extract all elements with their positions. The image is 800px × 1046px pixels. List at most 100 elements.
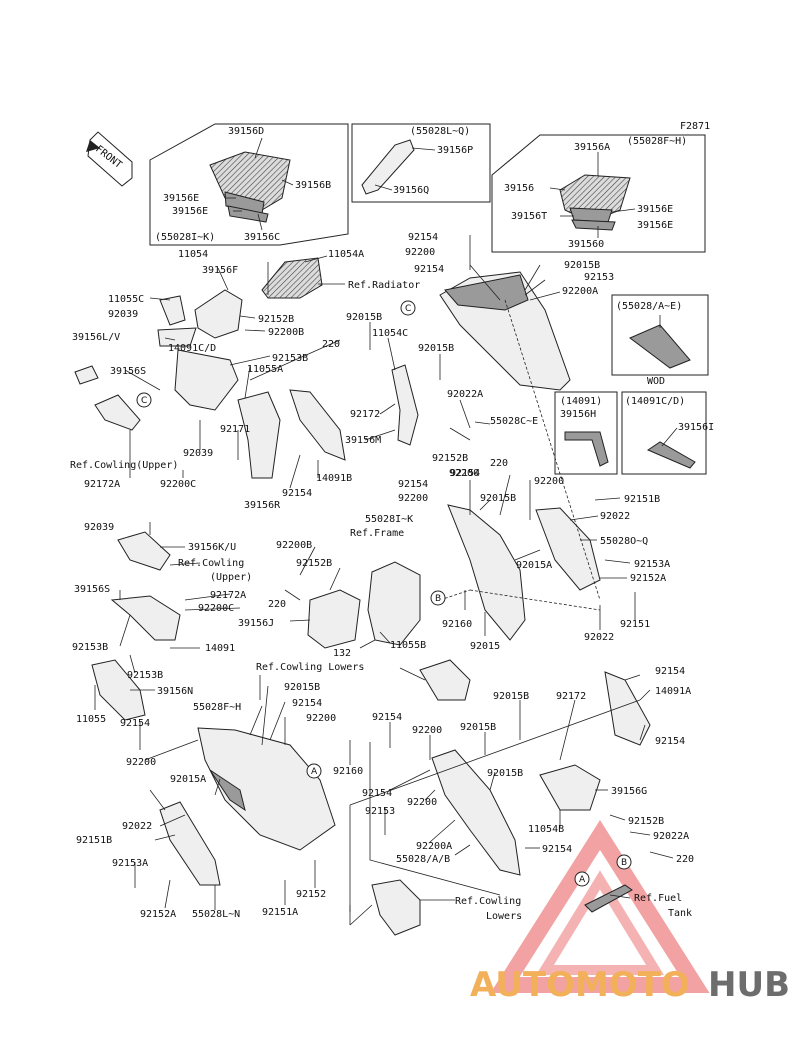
watermark-logo: AUTOMOTO HUB bbox=[470, 965, 790, 1005]
label: 92154 bbox=[362, 788, 392, 799]
label: 92152B bbox=[432, 453, 468, 464]
label: 92039 bbox=[84, 522, 114, 533]
label: 92200B bbox=[268, 327, 304, 338]
label: 92015B bbox=[487, 768, 523, 779]
part-14091cd bbox=[174, 349, 239, 411]
label: 92153B bbox=[272, 353, 308, 364]
label: 92172A bbox=[84, 479, 120, 490]
label: 92015B bbox=[418, 343, 454, 354]
leader-lines bbox=[94, 235, 674, 926]
label: 92151 bbox=[620, 619, 650, 630]
part-14091b bbox=[289, 389, 346, 461]
ref-cowling-lowers: Ref.Cowling Lowers bbox=[256, 662, 364, 673]
box-small-right: (14091C/D) 39156I bbox=[621, 391, 714, 475]
part-39156f bbox=[194, 289, 243, 339]
part-39156n bbox=[91, 659, 146, 721]
box-top-mid: (55028L~Q) 39156P 39156Q bbox=[351, 123, 491, 203]
label: 14091C/D bbox=[168, 343, 216, 354]
callout-text: A bbox=[311, 767, 318, 777]
label: 92153B bbox=[72, 642, 108, 653]
part-frame bbox=[367, 561, 421, 646]
label: 55028I~K bbox=[365, 514, 413, 525]
part-39156k-u bbox=[117, 531, 171, 571]
ref-tank: Tank bbox=[668, 908, 692, 919]
label: 92152A bbox=[630, 573, 666, 584]
ref-lowers-2: Lowers bbox=[486, 911, 522, 922]
label: (55028L~Q) bbox=[410, 126, 470, 137]
label: 132 bbox=[333, 648, 351, 659]
label: 14091 bbox=[205, 643, 235, 654]
box-small-left: (14091) 39156H bbox=[554, 391, 618, 475]
label: 11054A bbox=[328, 249, 364, 260]
assembly-frames bbox=[259, 675, 501, 925]
label: 92200 bbox=[534, 476, 564, 487]
label: 11055B bbox=[390, 640, 426, 651]
ref-cowling-upper-2: (Upper) bbox=[210, 572, 252, 583]
label: 92022 bbox=[122, 821, 152, 832]
label: 92153 bbox=[584, 272, 614, 283]
label: 39156M bbox=[345, 435, 381, 446]
label: 92151B bbox=[624, 494, 660, 505]
callout-text: C bbox=[405, 304, 411, 314]
part-labels: 11054 11054A 39156F 11055C 92039 92152B … bbox=[72, 232, 694, 920]
label: 55028L~N bbox=[192, 909, 240, 920]
label: 39156J bbox=[238, 618, 274, 629]
callouts: C C B A B A bbox=[136, 300, 632, 887]
part-shapes bbox=[74, 257, 651, 936]
label: 14091B bbox=[316, 473, 352, 484]
label: (55028F~H) bbox=[627, 136, 687, 147]
label: 39156K/U bbox=[188, 542, 236, 553]
callout-a-1 bbox=[306, 763, 322, 779]
label: 92015B bbox=[460, 722, 496, 733]
label: 92154 bbox=[414, 264, 444, 275]
label: 92022 bbox=[584, 632, 614, 643]
callout-text: A bbox=[579, 875, 586, 885]
label: 39156R bbox=[244, 500, 281, 511]
label: 39156Q bbox=[393, 185, 429, 196]
label: 92022A bbox=[447, 389, 483, 400]
label: 11054C bbox=[372, 328, 408, 339]
part-lower-cowl bbox=[371, 879, 421, 936]
label: 55028O~Q bbox=[600, 536, 648, 547]
label: 92152 bbox=[296, 889, 326, 900]
label: 92015A bbox=[170, 774, 206, 785]
label: 92154 bbox=[292, 698, 322, 709]
label: 92153B bbox=[127, 670, 163, 681]
ref-radiator: Ref.Radiator bbox=[348, 280, 420, 291]
callout-b-1 bbox=[430, 590, 446, 606]
label: 39156T bbox=[511, 211, 547, 222]
watermark-triangle bbox=[490, 820, 710, 993]
callout-text: B bbox=[435, 594, 441, 604]
label: 92200 bbox=[405, 247, 435, 258]
callout-c-2 bbox=[136, 392, 152, 408]
ref-cowling-upper: Ref.Cowling(Upper) bbox=[70, 460, 178, 471]
part-39156s-mid bbox=[110, 595, 181, 641]
label: 92172 bbox=[556, 691, 586, 702]
part-39156m bbox=[391, 364, 419, 446]
label: 92152B bbox=[296, 558, 332, 569]
label: 92039 bbox=[108, 309, 138, 320]
label: 92154 bbox=[120, 718, 150, 729]
part-39156s-upper bbox=[94, 394, 141, 431]
label: 391560 bbox=[568, 239, 604, 250]
wod-label: WOD bbox=[647, 376, 665, 387]
reference-labels: Ref.Radiator Ref.Cowling(Upper) Ref.Fram… bbox=[70, 280, 692, 922]
label: 92200B bbox=[276, 540, 312, 551]
label: 92200 bbox=[412, 725, 442, 736]
label: 39156A bbox=[574, 142, 610, 153]
label: 39156S bbox=[74, 584, 110, 595]
label: 39156 bbox=[504, 183, 534, 194]
label: 92200 bbox=[306, 713, 336, 724]
box-top-left: 39156D 39156B 39156E 39156E (55028I~K) 3… bbox=[149, 123, 349, 246]
box-top-right: 39156A (55028F~H) 39156 39156E 39156T 39… bbox=[491, 134, 706, 253]
label: 92015 bbox=[470, 641, 500, 652]
label: 92152B bbox=[628, 816, 664, 827]
label: 39156C bbox=[244, 232, 280, 243]
label: 11055 bbox=[76, 714, 106, 725]
label: 92153 bbox=[365, 806, 395, 817]
label: 92160 bbox=[333, 766, 363, 777]
label: 11054 bbox=[178, 249, 208, 260]
label: 11055C bbox=[108, 294, 144, 305]
label: 92151A bbox=[262, 907, 298, 918]
